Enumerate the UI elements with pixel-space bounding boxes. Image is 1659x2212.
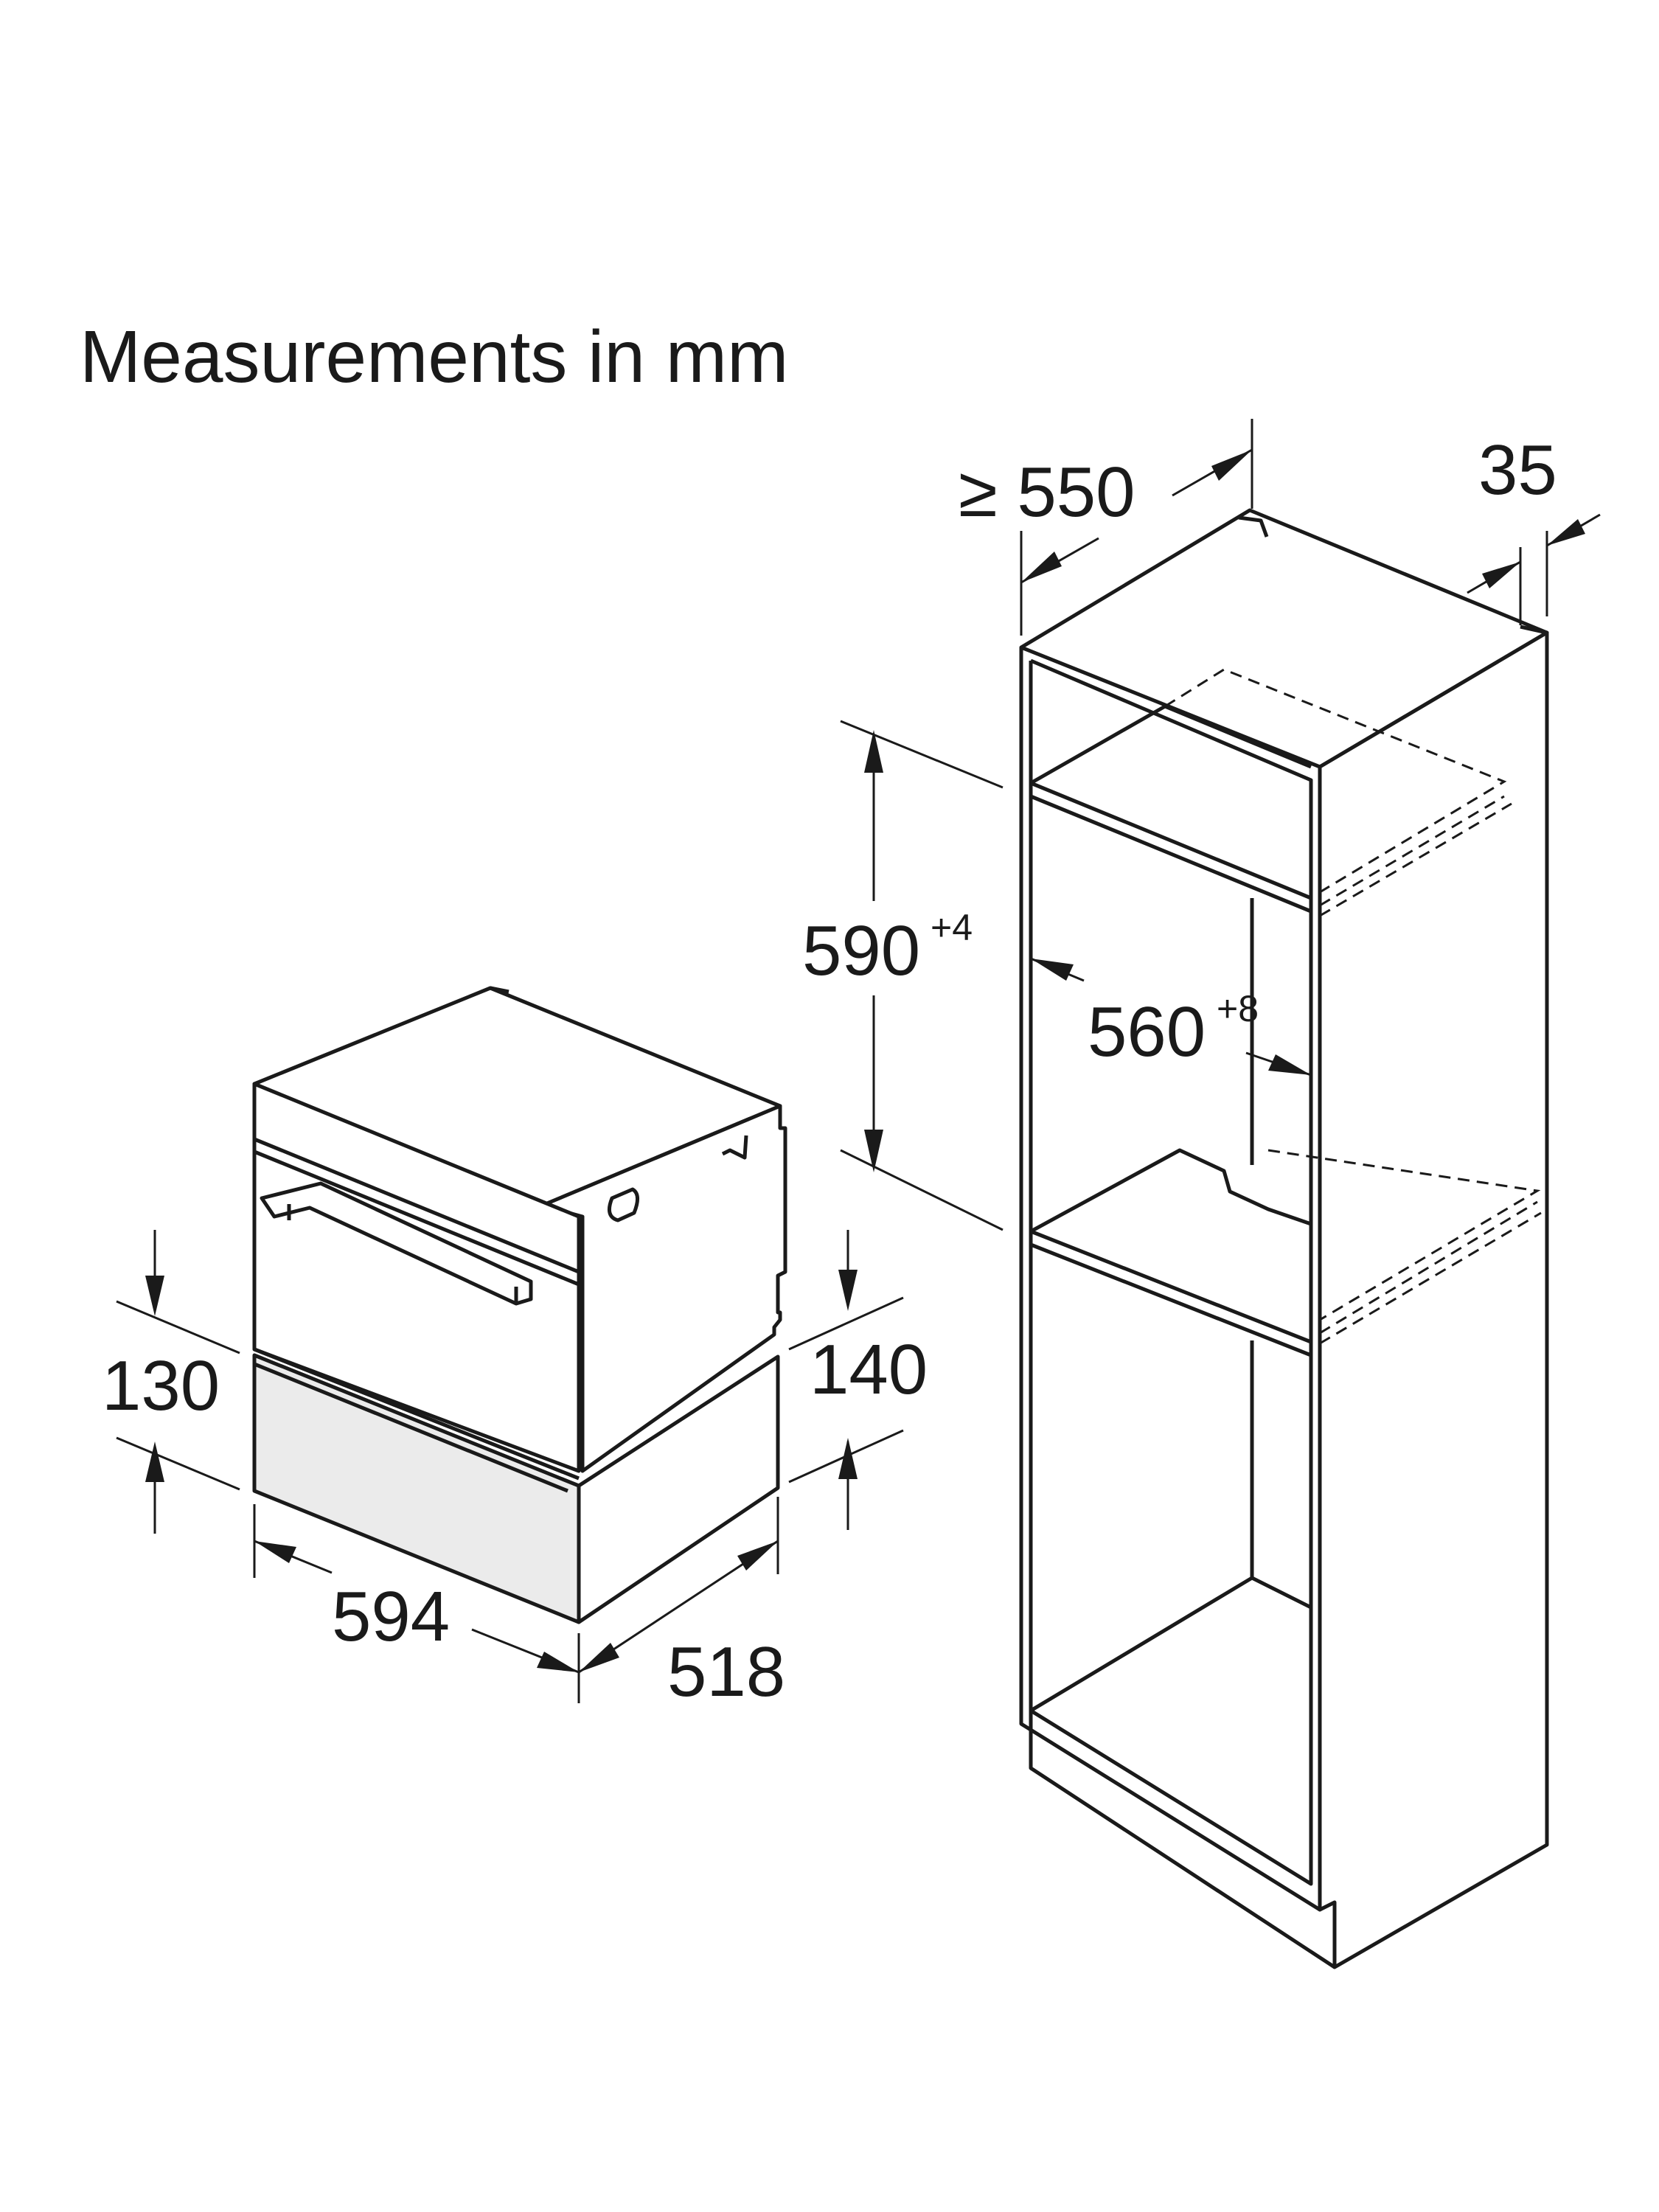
height-arrow-bottom: [864, 1130, 883, 1172]
height-ext-bottom: [840, 1149, 1004, 1231]
control-strip-line: [254, 1137, 580, 1274]
height-label: 590: [802, 911, 920, 990]
height-tolerance: +4: [931, 907, 973, 948]
h130-arrow-bottom: [145, 1441, 164, 1482]
cabinet-top-notch-right: [1520, 625, 1548, 635]
oven-right-side: [540, 1104, 787, 1473]
h140-ext-top: [788, 1296, 904, 1351]
middle-shelf-back: [1029, 1148, 1312, 1234]
middle-shelf-front-top: [1030, 1229, 1312, 1344]
height-ext-top: [840, 720, 1004, 789]
middle-shelf-front-bottom: [1030, 1242, 1312, 1357]
upper-shelf-front-top: [1030, 781, 1312, 900]
cabinet-top-notch-back: [1238, 515, 1269, 538]
h130-label: 130: [102, 1346, 220, 1425]
hidden-upper-shelf: [1164, 668, 1507, 894]
panel-label: 35: [1478, 431, 1557, 509]
control-strip-line-2: [254, 1150, 580, 1287]
d518-arrow-right: [737, 1541, 778, 1571]
w594-arrow-left: [254, 1541, 296, 1563]
cabinet-plinth: [1029, 1711, 1336, 1969]
panel-arrow-right: [1547, 519, 1585, 546]
oven-top-back-notch: [490, 986, 509, 994]
rear-step: [721, 1135, 748, 1160]
hidden-upper-shelf-2: [1319, 795, 1505, 907]
h140-label: 140: [810, 1330, 928, 1409]
side-bracket: [607, 1187, 639, 1222]
depth-arrow-left: [1021, 552, 1062, 582]
drawer-top-gap: [254, 1362, 568, 1493]
w594-arrow-right: [537, 1652, 579, 1672]
bottom-shelf: [1029, 1576, 1312, 1713]
door-bottom-line: [254, 1347, 580, 1481]
panel-arrow-left: [1482, 562, 1520, 588]
door-handle: [260, 1181, 533, 1306]
oven-front: [252, 1082, 581, 1473]
width-arrow-right: [1268, 1054, 1311, 1075]
d518-arrow-left: [579, 1643, 619, 1672]
tall-cabinet: [1019, 508, 1549, 1969]
h140-arrow-bottom: [838, 1438, 858, 1479]
h130-ext-top: [116, 1300, 240, 1354]
d518-label: 518: [667, 1632, 785, 1711]
cabinet-front-frame: [1019, 647, 1322, 1912]
cabinet-dimensions: ≥ 550 35 590 +4 560 +8: [802, 419, 1601, 1231]
width-label: 560: [1088, 992, 1206, 1071]
diagram-title: Measurements in mm: [80, 316, 788, 398]
hidden-middle-shelf-2: [1319, 1200, 1538, 1335]
upper-shelf-front-bottom: [1030, 794, 1312, 914]
depth-label: ≥ 550: [959, 453, 1135, 532]
hidden-middle-shelf-3: [1319, 1211, 1542, 1345]
width-tolerance: +8: [1217, 988, 1259, 1029]
appliance-dimensions: 130 140 594 518: [102, 1230, 928, 1711]
appliance-unit: [252, 986, 787, 1624]
depth-arrow-right: [1211, 450, 1252, 481]
width-arrow-left: [1031, 959, 1074, 981]
h130-arrow-top: [145, 1276, 164, 1316]
height-arrow-top: [864, 730, 883, 773]
cabinet-front-inner: [1029, 658, 1313, 1886]
h130-ext-bottom: [116, 1436, 240, 1491]
hidden-middle-shelf: [1267, 1149, 1541, 1321]
h140-arrow-top: [838, 1270, 858, 1311]
w594-label: 594: [332, 1577, 450, 1656]
